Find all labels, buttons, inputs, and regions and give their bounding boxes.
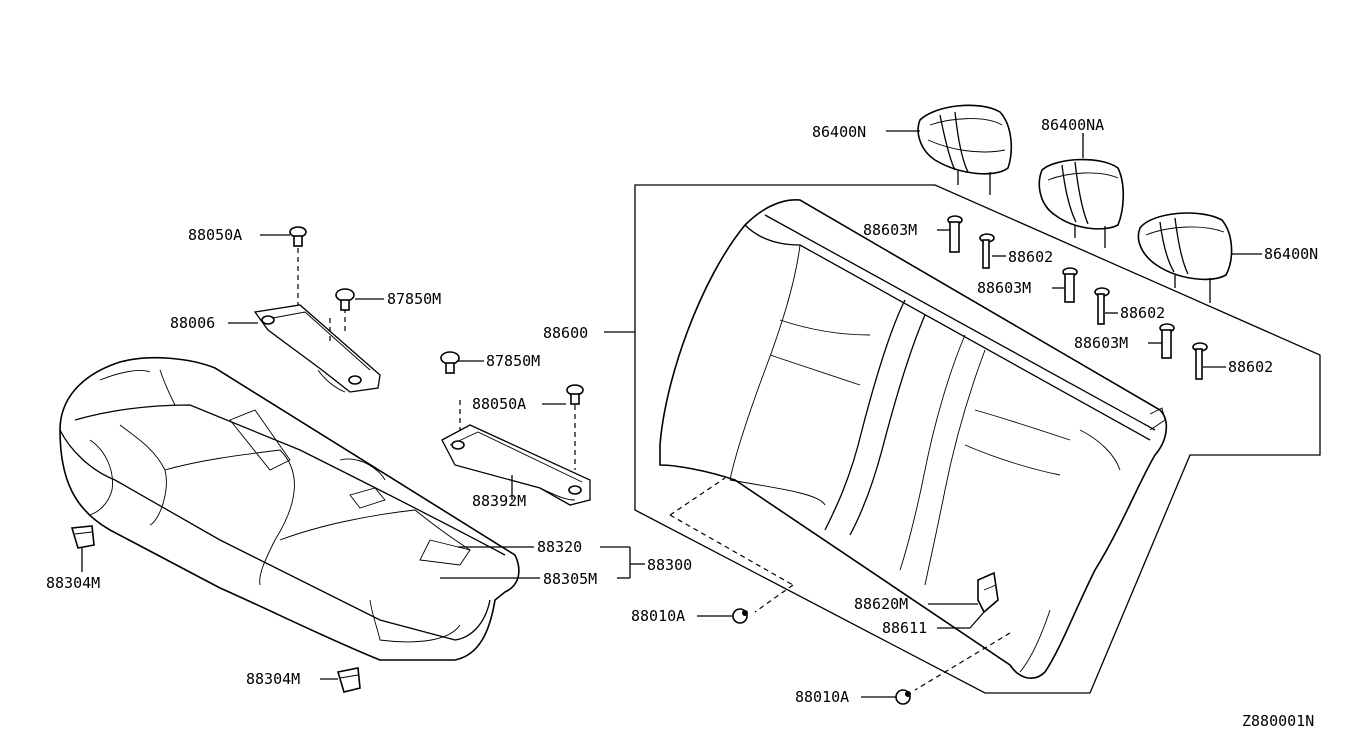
- clip-88304M-1[interactable]: [70, 525, 95, 549]
- guide-88603M-1[interactable]: [947, 215, 963, 253]
- leader-lines: [81, 130, 1262, 698]
- headrest-middle[interactable]: [1038, 158, 1125, 248]
- bolt-88050A-1[interactable]: [289, 226, 307, 305]
- lock-88010A-2[interactable]: [895, 689, 911, 705]
- label-88602-1[interactable]: 88602: [1008, 248, 1053, 266]
- seat-cushion[interactable]: [59, 356, 520, 661]
- label-88006[interactable]: 88006: [170, 314, 215, 332]
- bolt-88050A-2[interactable]: [566, 384, 584, 405]
- seat-back[interactable]: [659, 199, 1168, 679]
- bracket-88620M[interactable]: [977, 571, 999, 614]
- label-88603M-2[interactable]: 88603M: [977, 279, 1031, 297]
- label-86400NA[interactable]: 86400NA: [1041, 116, 1104, 134]
- bolt-87850M-2[interactable]: [440, 351, 460, 374]
- guide-88602-3[interactable]: [1192, 342, 1208, 380]
- label-88304M-2[interactable]: 88304M: [246, 670, 300, 688]
- label-87850M-2[interactable]: 87850M: [486, 352, 540, 370]
- seat-back-outline: [634, 184, 1321, 694]
- bracket-88392M[interactable]: [441, 400, 591, 506]
- label-88603M-3[interactable]: 88603M: [1074, 334, 1128, 352]
- bracket-88006[interactable]: [253, 304, 381, 393]
- label-88304M-1[interactable]: 88304M: [46, 574, 100, 592]
- clip-88304M-2[interactable]: [336, 667, 361, 693]
- bolt-87850M-1[interactable]: [335, 288, 355, 311]
- label-88620M[interactable]: 88620M: [854, 595, 908, 613]
- label-88611[interactable]: 88611: [882, 619, 927, 637]
- label-88600[interactable]: 88600: [543, 324, 588, 342]
- guide-88602-1[interactable]: [979, 233, 995, 269]
- label-88392M[interactable]: 88392M: [472, 492, 526, 510]
- label-88300[interactable]: 88300: [647, 556, 692, 574]
- guide-88602-2[interactable]: [1094, 287, 1110, 325]
- label-88050A-2[interactable]: 88050A: [472, 395, 526, 413]
- part-labels: 86400N 86400NA 86400N 88603M 88602 88603…: [46, 116, 1318, 730]
- diagram-code: Z880001N: [1242, 712, 1314, 730]
- guide-88603M-2[interactable]: [1062, 267, 1078, 303]
- label-88305M[interactable]: 88305M: [543, 570, 597, 588]
- label-88010A-2[interactable]: 88010A: [795, 688, 849, 706]
- label-87850M-1[interactable]: 87850M: [387, 290, 441, 308]
- label-88602-2[interactable]: 88602: [1120, 304, 1165, 322]
- lock-88010A-1[interactable]: [732, 608, 748, 624]
- guide-88603M-3[interactable]: [1159, 323, 1175, 359]
- label-86400N-right[interactable]: 86400N: [1264, 245, 1318, 263]
- headrest-left[interactable]: [917, 104, 1013, 195]
- label-86400N-top[interactable]: 86400N: [812, 123, 866, 141]
- label-88603M-1[interactable]: 88603M: [863, 221, 917, 239]
- label-88320[interactable]: 88320: [537, 538, 582, 556]
- label-88602-3[interactable]: 88602: [1228, 358, 1273, 376]
- label-88010A-1[interactable]: 88010A: [631, 607, 685, 625]
- headrest-right[interactable]: [1137, 212, 1233, 303]
- label-88050A-1[interactable]: 88050A: [188, 226, 242, 244]
